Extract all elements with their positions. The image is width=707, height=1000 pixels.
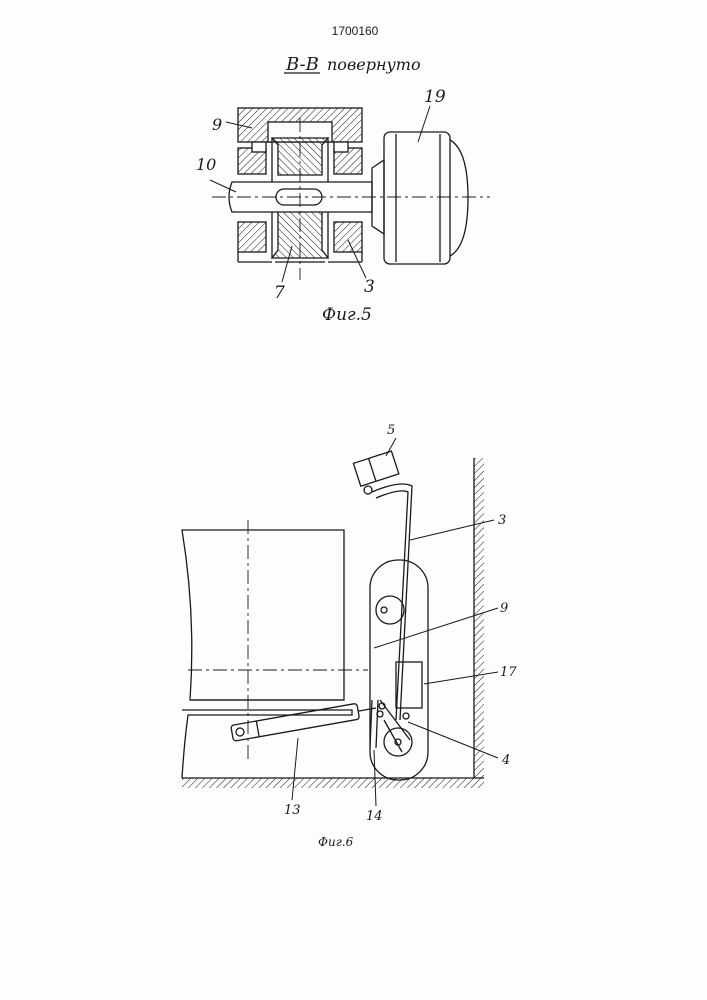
section-mark: B-B — [285, 54, 319, 75]
section-label: B-B повернуто — [284, 54, 421, 75]
fig6-callout-9: 9 — [500, 601, 508, 616]
fig6-callout-5: 5 — [387, 423, 395, 438]
fig5-callout-3: 3 — [364, 277, 375, 297]
fig5-caption: Фиг.5 — [322, 305, 372, 325]
fig6-callout-14: 14 — [366, 809, 383, 824]
fig5-callout-9: 9 — [212, 115, 222, 134]
fig6-caption: Фиг.6 — [318, 835, 354, 849]
fig6-drawing — [182, 438, 498, 806]
fig5-drawing — [210, 106, 490, 282]
fig5-callout-10: 10 — [196, 155, 216, 174]
fig5-callout-19: 19 — [424, 87, 446, 107]
fig6-callout-17: 17 — [500, 665, 517, 680]
fig5-callout-7: 7 — [274, 283, 285, 303]
fig6-callout-13: 13 — [284, 803, 301, 818]
fig6-callout-4: 4 — [501, 753, 510, 768]
patent-number: 1700160 — [332, 24, 379, 38]
section-caption: повернуто — [327, 55, 421, 74]
fig6-callout-3: 3 — [498, 513, 506, 528]
